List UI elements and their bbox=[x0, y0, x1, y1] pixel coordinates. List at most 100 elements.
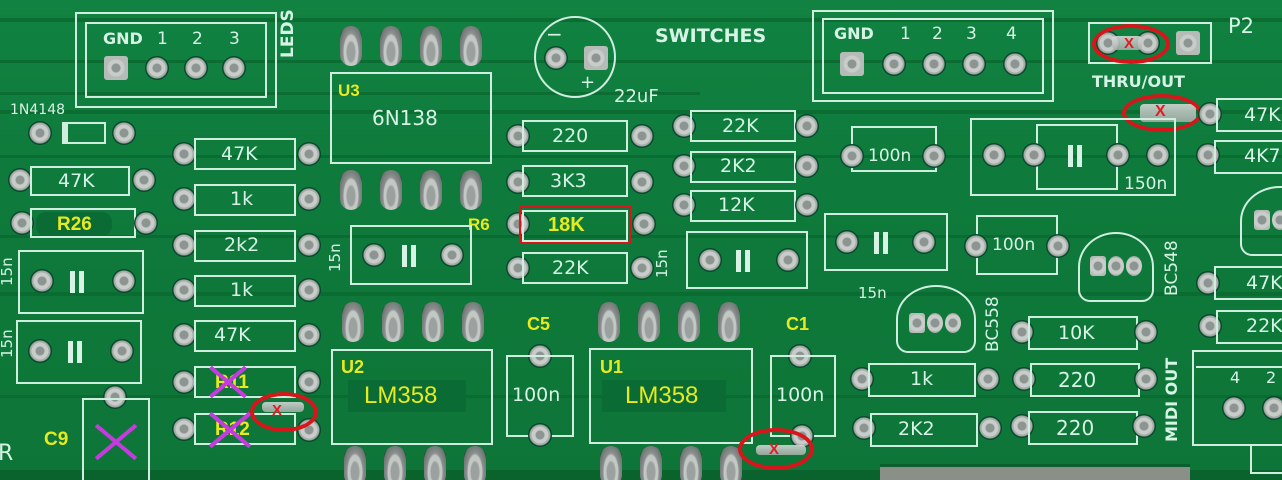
c1-reference: C1 bbox=[786, 314, 810, 334]
resistor-pad bbox=[506, 124, 530, 148]
c9-outline bbox=[82, 398, 150, 480]
x-mark: X bbox=[1124, 35, 1135, 52]
capacitor-symbol-icon bbox=[398, 245, 420, 267]
r26-label-bg bbox=[36, 212, 112, 236]
midi-pad bbox=[1222, 396, 1246, 420]
resistor-pad bbox=[1134, 320, 1158, 344]
capacitor-pad bbox=[28, 339, 52, 363]
resistor-value: 220 bbox=[1056, 416, 1095, 440]
diode-body bbox=[62, 122, 106, 144]
capacitor-pad bbox=[698, 248, 722, 272]
ic-pad bbox=[342, 302, 364, 342]
capacitor-value: 15n bbox=[653, 249, 671, 278]
midi-out-label: MIDI OUT bbox=[1162, 357, 1181, 442]
resistor-pad bbox=[1198, 102, 1222, 126]
resistor-pad bbox=[1196, 271, 1220, 295]
diode-pad bbox=[112, 121, 136, 145]
c5-pad bbox=[528, 423, 552, 447]
ic-pad bbox=[380, 170, 402, 210]
resistor-value: 1k bbox=[910, 368, 934, 390]
capacitor-pad bbox=[1146, 143, 1170, 167]
resistor-value: 1k bbox=[230, 279, 254, 301]
resistor-body bbox=[870, 413, 978, 447]
capacitor-value: 15n bbox=[858, 284, 887, 302]
transistor-pad bbox=[1272, 210, 1282, 230]
switches-pad-gnd bbox=[840, 52, 864, 76]
ic-pad bbox=[462, 302, 484, 342]
resistor-value: 12K bbox=[718, 194, 755, 216]
resistor-pad bbox=[134, 211, 158, 235]
trace bbox=[0, 110, 1282, 114]
ic-pad bbox=[420, 170, 442, 210]
resistor-pad bbox=[297, 233, 321, 257]
u2-reference: U2 bbox=[341, 357, 365, 377]
resistor-body bbox=[194, 230, 296, 262]
capacitor-outline bbox=[18, 250, 144, 314]
u2-label-bg bbox=[348, 380, 466, 412]
switches-pad-3 bbox=[962, 52, 986, 76]
resistor-value: 2K2 bbox=[898, 418, 935, 440]
trace bbox=[0, 155, 1282, 158]
resistor-pad bbox=[795, 154, 819, 178]
u1-label-bg bbox=[602, 380, 726, 412]
ic-pad bbox=[382, 302, 404, 342]
capacitor-outline bbox=[970, 118, 1176, 196]
leds-connector-outline bbox=[75, 12, 277, 108]
resistor-pad bbox=[506, 170, 530, 194]
resistor-value: 22K bbox=[552, 257, 589, 279]
midi-connector-tab bbox=[1250, 444, 1282, 474]
resistor-pad bbox=[850, 367, 874, 391]
resistor-value: 10K bbox=[1058, 322, 1095, 344]
resistor-pad bbox=[172, 323, 196, 347]
resistor-pad bbox=[852, 416, 876, 440]
r6-value: 18K bbox=[548, 214, 585, 236]
capacitor-value: 150n bbox=[1124, 174, 1168, 194]
capacitor-pad bbox=[964, 234, 988, 258]
ic-pad bbox=[340, 170, 362, 210]
resistor-pad bbox=[795, 114, 819, 138]
switches-connector-inner bbox=[822, 18, 1044, 94]
capacitor-pad bbox=[982, 143, 1006, 167]
midi-connector-outline bbox=[1192, 350, 1282, 446]
leds-pin-3-label: 3 bbox=[229, 29, 240, 49]
bc548-label: BC548 bbox=[1162, 240, 1182, 296]
resistor-pad bbox=[506, 212, 530, 236]
resistor-pad bbox=[672, 154, 696, 178]
capacitor-value: 100n bbox=[992, 235, 1036, 255]
resistor-value: 47K bbox=[1244, 104, 1281, 126]
resistor-pad bbox=[1134, 367, 1158, 391]
c1-value: 100n bbox=[776, 384, 825, 406]
resistor-pad bbox=[1132, 414, 1156, 438]
capacitor-pad bbox=[840, 144, 864, 168]
resistor-pad bbox=[297, 323, 321, 347]
capacitor-symbol-icon bbox=[64, 341, 86, 363]
electrolytic-pad-plus bbox=[584, 46, 608, 70]
capacitor-value: 100n bbox=[868, 146, 912, 166]
resistor-body bbox=[194, 138, 296, 170]
u3-outline bbox=[330, 72, 492, 164]
ic-pad bbox=[460, 170, 482, 210]
ic-pad bbox=[380, 26, 402, 66]
trace bbox=[0, 292, 1282, 296]
resistor-pad bbox=[978, 416, 1002, 440]
trace bbox=[0, 60, 1282, 63]
capacitor-pad bbox=[922, 144, 946, 168]
solder-bridge-highlight bbox=[250, 392, 318, 432]
x-mark: X bbox=[1155, 103, 1166, 120]
ic-pad bbox=[600, 446, 622, 480]
midi-connector-inner bbox=[1196, 366, 1282, 372]
resistor-value: 220 bbox=[552, 125, 589, 147]
leds-pad-gnd bbox=[104, 56, 128, 80]
resistor-value: 3K3 bbox=[550, 170, 587, 192]
resistor-pad bbox=[630, 170, 654, 194]
resistor-body bbox=[522, 120, 628, 152]
capacitor-value: 15n bbox=[326, 243, 344, 272]
u3-part: 6N138 bbox=[372, 106, 438, 130]
capacitor-pad bbox=[835, 230, 859, 254]
bc558-outline bbox=[896, 285, 976, 353]
ic-pad bbox=[460, 26, 482, 66]
resistor-value: 4K7 bbox=[1244, 145, 1281, 167]
capacitor-symbol-icon bbox=[870, 232, 892, 254]
diode-label: 1N4148 bbox=[10, 102, 66, 118]
resistor-pad bbox=[1010, 320, 1034, 344]
